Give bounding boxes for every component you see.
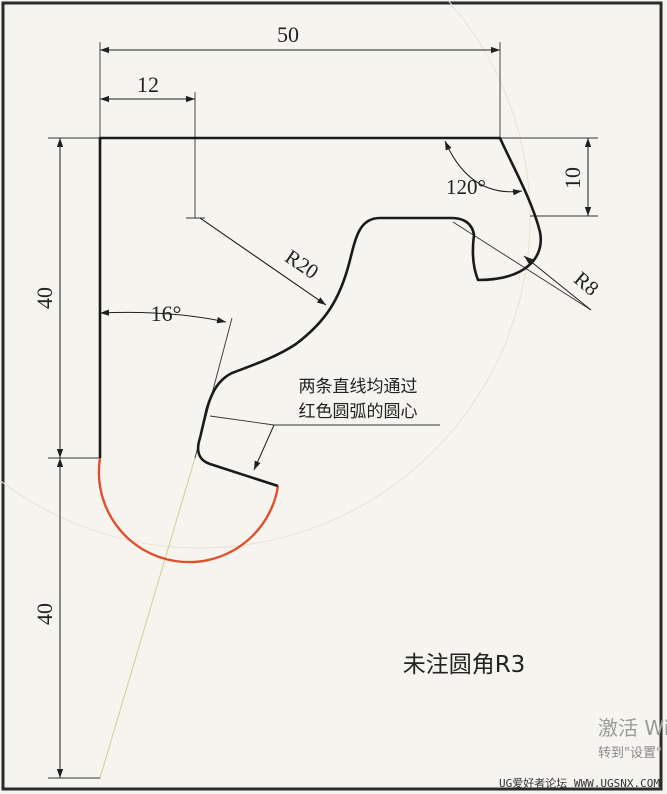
extension-lines [48,42,598,779]
activate-windows-title: 激活 Wi [598,716,667,740]
dim-height-10: 10 [560,167,585,189]
note-line-1: 两条直线均通过 [299,377,418,397]
activate-windows-sub: 转到"设置" [598,746,662,761]
dim-angle-16: 16° [151,301,182,326]
note-line-2: 红色圆弧的圆心 [299,402,418,422]
dim-radius-r8: R8 [569,267,603,301]
part-outline [98,136,543,488]
construction-circle [0,0,531,549]
site-watermark: UG爱好者论坛 WWW.UGSNX.COM [499,776,660,790]
red-center-arc [97,457,280,564]
dim-height-40-upper: 40 [32,287,57,309]
dim-width-12: 12 [137,72,159,97]
dim-angle-120: 120° [446,175,486,199]
general-note: 未注圆角R3 [403,652,526,678]
dim-width-50: 50 [277,22,299,47]
dim-height-40-lower: 40 [32,603,57,625]
construction-lines [99,457,196,779]
dimension-lines [56,46,592,778]
